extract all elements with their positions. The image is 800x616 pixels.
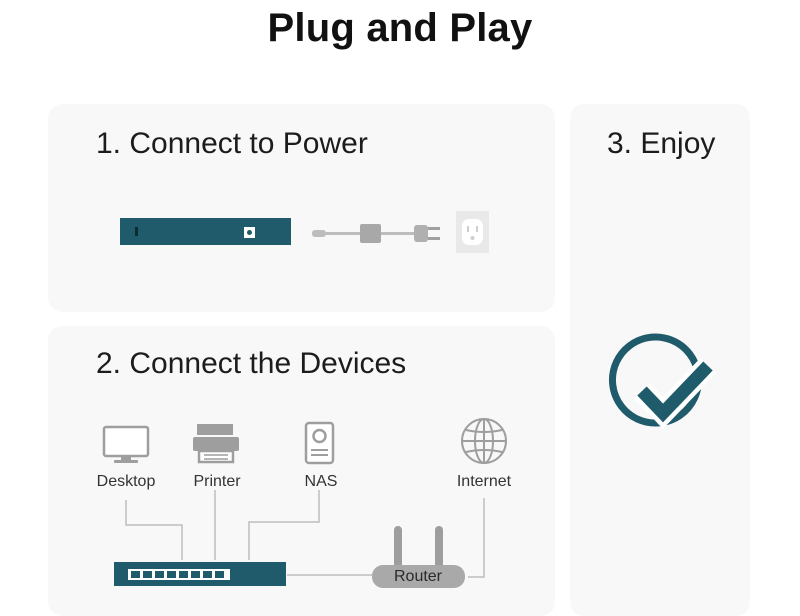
connection-lines (125, 490, 485, 578)
step-card-enjoy (570, 104, 750, 616)
setup-illustration (102, 211, 716, 588)
checkmark-circle-icon (609, 333, 716, 429)
page-title: Plug and Play (267, 6, 533, 50)
device-label-desktop: Desktop (96, 473, 156, 490)
step-title-devices: 2. Connect the Devices (96, 347, 407, 380)
step-title-enjoy: 3. Enjoy (607, 127, 716, 160)
step-title-power: 1. Connect to Power (96, 127, 368, 160)
device-label-printer: Printer (193, 473, 241, 490)
device-label-router: Router (393, 568, 443, 585)
nas-icon (304, 421, 335, 465)
device-label-internet: Internet (456, 473, 512, 490)
monitor-icon (102, 425, 150, 463)
printer-icon (193, 424, 239, 464)
step-card-power (48, 104, 555, 312)
network-switch-ports-icon (114, 562, 286, 586)
globe-icon (461, 418, 507, 464)
power-adapter-icon (312, 224, 440, 243)
network-switch-icon (120, 218, 291, 245)
device-label-nas: NAS (304, 473, 338, 490)
wall-outlet-icon (456, 211, 489, 253)
router-icon (372, 526, 465, 588)
